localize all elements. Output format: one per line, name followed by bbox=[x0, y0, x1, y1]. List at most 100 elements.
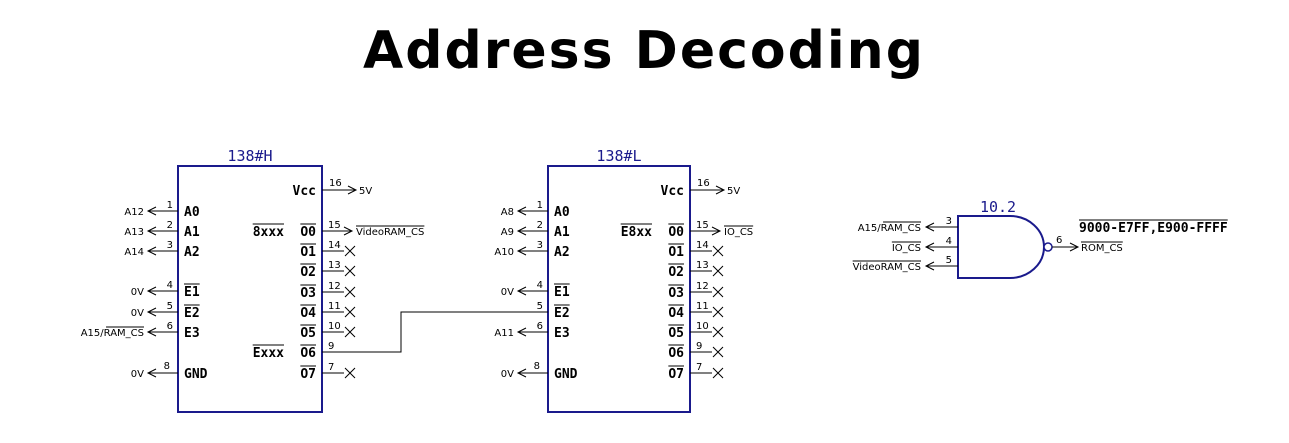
chip-l-no-connect-mark bbox=[712, 367, 724, 379]
chip-l-out-net: IO_CS bbox=[724, 227, 753, 238]
chip-l-gnd-pin: 8 bbox=[534, 361, 540, 372]
chip-h-in-arrow bbox=[146, 226, 157, 236]
chip-h-in-label: A1 bbox=[184, 225, 200, 240]
chip-l-out-label: O0 bbox=[668, 225, 684, 240]
chip-h-in-pin: 3 bbox=[167, 240, 173, 251]
chip-h-no-connect-mark bbox=[344, 245, 356, 257]
chip-l-in-label: E2 bbox=[554, 306, 570, 321]
chip-l-in-label: E3 bbox=[554, 326, 570, 341]
chip-l-no-connect-mark bbox=[712, 306, 724, 318]
chip-h-out-label: O5 bbox=[300, 326, 316, 341]
chip-h-out-label: O2 bbox=[300, 265, 316, 280]
chip-h-out-label: O1 bbox=[300, 245, 316, 260]
chip-h-out-pin: 14 bbox=[328, 240, 341, 251]
chip-h-gnd-label: GND bbox=[184, 367, 208, 382]
chip-l-in-pin: 3 bbox=[537, 240, 543, 251]
chip-l-in-net: A11 bbox=[494, 328, 514, 339]
rom-range-label: 9000-E7FF,E900-FFFF bbox=[1079, 221, 1228, 236]
chip-h-gnd-pin: 8 bbox=[164, 361, 170, 372]
chip-h-in-net: 0V bbox=[131, 308, 144, 319]
chip-l-out-arrow bbox=[711, 226, 722, 236]
chip-h-out-pin: 11 bbox=[328, 301, 341, 312]
chip-h-in-label: E2 bbox=[184, 306, 200, 321]
chip-h-in-arrow bbox=[146, 286, 157, 296]
chip-l-out-label: O5 bbox=[668, 326, 684, 341]
chip-l-in-pin: 6 bbox=[537, 321, 543, 332]
chip-h-in-pin: 4 bbox=[167, 280, 173, 291]
chip-l-out-pin: 9 bbox=[696, 341, 702, 352]
chip-h-out-pin: 10 bbox=[328, 321, 341, 332]
chip-l-gnd-label: GND bbox=[554, 367, 578, 382]
gate-in-arrow bbox=[924, 242, 935, 252]
decoder-chip-high: 138#HVcc165VGND80VA01A12A12A13A23A14E140… bbox=[81, 147, 425, 413]
gate-in-pin: 4 bbox=[946, 236, 952, 247]
chip-l-in-pin: 5 bbox=[537, 301, 543, 312]
chip-h-in-arrow bbox=[146, 327, 157, 337]
chip-l-out-pin: 10 bbox=[696, 321, 709, 332]
chip-h-no-connect-mark bbox=[344, 306, 356, 318]
chip-h-no-connect-mark bbox=[344, 286, 356, 298]
chip-h-no-connect-mark bbox=[344, 367, 356, 379]
chip-h-out-pin: 15 bbox=[328, 220, 341, 231]
chip-h-out-pin: 9 bbox=[328, 341, 334, 352]
decoder-chip-low: 138#LVcc165VGND80VA01A8A12A9A23A10E140VE… bbox=[494, 147, 754, 413]
chip-l-out-label: O4 bbox=[668, 306, 684, 321]
chip-l-out-label: O2 bbox=[668, 265, 684, 280]
chip-h-out-pin: 7 bbox=[328, 362, 334, 373]
chip-l-name: 138#L bbox=[596, 147, 641, 165]
chip-h-no-connect-mark bbox=[344, 326, 356, 338]
gate-out-pin: 6 bbox=[1056, 235, 1062, 246]
chip-h-in-net: A14 bbox=[124, 247, 144, 258]
chip-h-out-label: O6 bbox=[300, 346, 316, 361]
chip-l-in-label: E1 bbox=[554, 285, 570, 300]
chip-l-body bbox=[547, 165, 691, 413]
gate-in-pin: 3 bbox=[946, 216, 952, 227]
chip-l-in-pin: 2 bbox=[537, 220, 543, 231]
chip-h-vcc-net: 5V bbox=[359, 186, 372, 197]
chip-l-out-pin: 15 bbox=[696, 220, 709, 231]
gate-in-arrow bbox=[924, 261, 935, 271]
gate-body bbox=[957, 215, 1045, 279]
chip-l-no-connect-mark bbox=[712, 245, 724, 257]
chip-l-no-connect-mark bbox=[712, 346, 724, 358]
gate-in-net: A15/RAM_CS bbox=[858, 223, 921, 234]
chip-l-out-range: E8xx bbox=[621, 225, 652, 240]
chip-h-in-label: E3 bbox=[184, 326, 200, 341]
chip-h-in-arrow bbox=[146, 246, 157, 256]
chip-h-out-pin: 12 bbox=[328, 281, 341, 292]
chip-h-in-arrow bbox=[146, 307, 157, 317]
chip-h-in-label: E1 bbox=[184, 285, 200, 300]
chip-l-out-pin: 7 bbox=[696, 362, 702, 373]
chip-l-in-net: A10 bbox=[494, 247, 514, 258]
page-title: Address Decoding bbox=[363, 21, 925, 81]
chip-l-in-net: A8 bbox=[501, 207, 514, 218]
chip-l-in-label: A2 bbox=[554, 245, 570, 260]
chip-l-out-label: O6 bbox=[668, 346, 684, 361]
chip-l-in-arrow bbox=[516, 206, 527, 216]
chip-h-in-net: A15/RAM_CS bbox=[81, 328, 144, 339]
chip-l-in-arrow bbox=[516, 286, 527, 296]
chip-l-in-arrow bbox=[516, 246, 527, 256]
chip-h-in-pin: 5 bbox=[167, 301, 173, 312]
chip-h-name: 138#H bbox=[227, 147, 272, 165]
wire-o6-to-e2 bbox=[322, 311, 548, 353]
chip-h-in-net: A13 bbox=[124, 227, 144, 238]
gate-in-arrow bbox=[924, 222, 935, 232]
chip-l-in-net: A9 bbox=[501, 227, 514, 238]
gate-out-net: ROM_CS bbox=[1081, 243, 1123, 254]
nand-gate: 10.23A15/RAM_CS4IO_CS5VideoRAM_CS6ROM_CS… bbox=[852, 198, 1228, 279]
chip-h-out-net: VideoRAM_CS bbox=[356, 227, 424, 238]
chip-h-out-label: O4 bbox=[300, 306, 316, 321]
gate-inversion-bubble bbox=[1043, 242, 1053, 252]
chip-l-out-pin: 13 bbox=[696, 260, 709, 271]
chip-l-out-pin: 11 bbox=[696, 301, 709, 312]
chip-h-out-range: Exxx bbox=[253, 346, 284, 361]
gate-in-net: IO_CS bbox=[892, 243, 921, 254]
gate-in-pin: 5 bbox=[946, 255, 952, 266]
chip-h-in-label: A2 bbox=[184, 245, 200, 260]
chip-h-in-arrow bbox=[146, 206, 157, 216]
chip-l-no-connect-mark bbox=[712, 265, 724, 277]
chip-h-in-label: A0 bbox=[184, 205, 200, 220]
gate-out-arrow bbox=[1069, 242, 1080, 252]
